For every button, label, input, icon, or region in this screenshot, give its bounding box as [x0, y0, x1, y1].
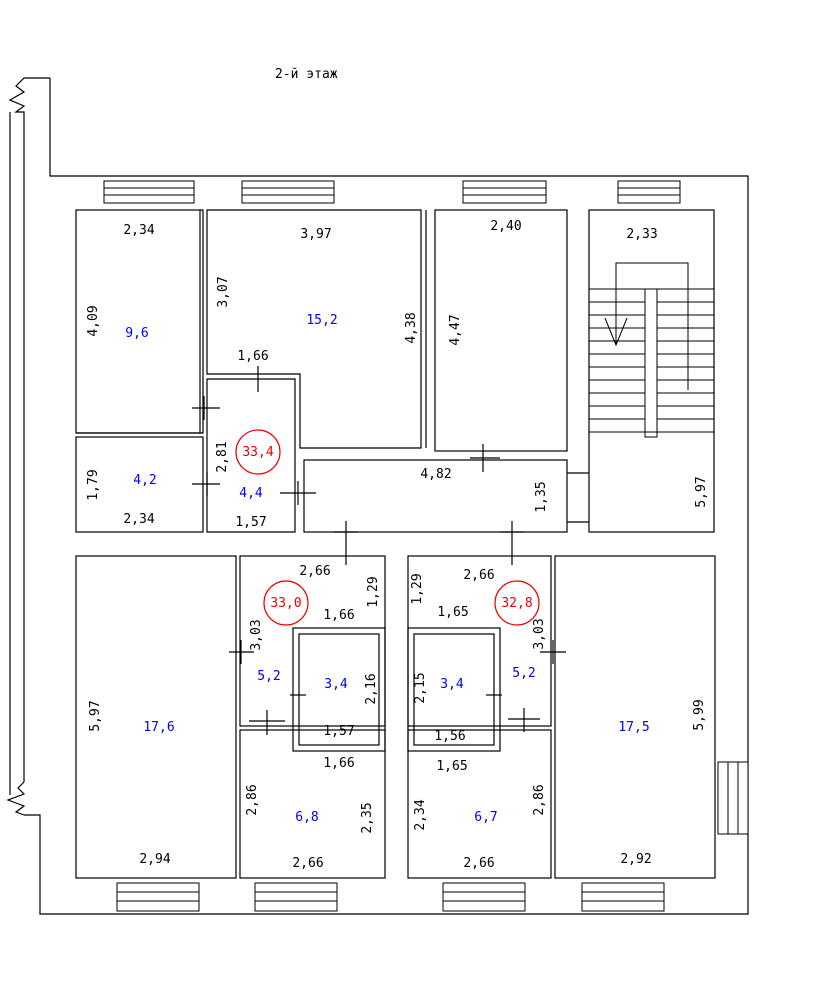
dimension-label: 1,66 — [323, 756, 354, 771]
floor-title: 2-й этаж — [275, 67, 338, 82]
room-area-bath-bl: 3,4 — [324, 677, 348, 692]
dimension-label: 1,57 — [323, 724, 354, 739]
room-outline-stair — [588, 209, 715, 533]
window-top-4 — [617, 180, 681, 204]
dimension-label: 2,66 — [299, 564, 330, 579]
dimension-label: 2,34 — [413, 799, 428, 830]
room-outline-tr — [434, 209, 568, 452]
dimension-label: 2,35 — [360, 802, 375, 833]
room-outline-bath-bl-inner — [298, 633, 380, 746]
apartment-total-bottom-right: 32,8 — [501, 596, 532, 611]
dimension-label: 1,66 — [323, 608, 354, 623]
dimension-label: 1,65 — [436, 759, 467, 774]
window-top-2 — [241, 180, 335, 204]
dimension-label: 4,47 — [448, 314, 463, 345]
dimension-label: 2,66 — [463, 856, 494, 871]
dimension-label: 2,66 — [463, 568, 494, 583]
dimension-label: 1,29 — [410, 573, 425, 604]
dimension-label: 2,34 — [123, 512, 154, 527]
room-outline-kitchen-br — [407, 729, 552, 879]
dimension-label: 4,38 — [404, 312, 419, 343]
dimension-label: 2,16 — [364, 673, 379, 704]
dimension-label: 4,09 — [86, 305, 101, 336]
outer-wall-left — [24, 78, 749, 915]
window-bottom-3 — [442, 882, 526, 912]
dimension-label: 1,66 — [237, 349, 268, 364]
dimension-label: 1,56 — [434, 729, 465, 744]
dimension-label: 2,33 — [626, 227, 657, 242]
staircase — [589, 262, 714, 438]
dimension-label: 1,35 — [534, 481, 549, 512]
room-areas: 9,6 15,2 4,2 4,4 17,6 5,2 3,4 6,8 3,4 5,… — [125, 313, 649, 825]
dimension-label: 2,34 — [123, 223, 154, 238]
apartment-total-circle-top — [235, 429, 281, 475]
dimension-label: 3,97 — [300, 227, 331, 242]
stair-arrow-icon — [604, 317, 628, 347]
room-area-kitchen-bl: 6,8 — [295, 810, 318, 825]
room-area-kitchen-br: 6,7 — [474, 810, 497, 825]
window-bottom-4 — [581, 882, 665, 912]
apartment-total-bottom-left: 33,0 — [270, 596, 301, 611]
dimension-label: 2,94 — [139, 852, 170, 867]
dimension-label: 2,92 — [620, 852, 651, 867]
window-bottom-2 — [254, 882, 338, 912]
room-area-big-bl: 17,6 — [143, 720, 174, 735]
dimension-label: 1,57 — [235, 515, 266, 530]
dimension-label: 2,86 — [532, 784, 547, 815]
dimension-label: 3,03 — [249, 619, 264, 650]
window-top-1 — [103, 180, 195, 204]
break-line-bottom — [6, 781, 26, 816]
window-bottom-1 — [116, 882, 200, 912]
dimension-label: 2,66 — [292, 856, 323, 871]
room-outline-big-bl — [75, 555, 237, 879]
dimension-label: 3,07 — [216, 276, 231, 307]
dimension-label: 2,40 — [490, 219, 521, 234]
room-outline-big-br — [554, 555, 716, 879]
room-outline-bath-bl-outer — [292, 627, 386, 752]
room-outline-corridor — [303, 459, 568, 533]
window-right — [717, 761, 749, 835]
door-marks — [192, 366, 566, 735]
dimension-label: 2,81 — [215, 441, 230, 472]
apartment-total-circle-bottom-left — [263, 580, 309, 626]
room-area-tl: 9,6 — [125, 326, 148, 341]
room-outline-kitchen-bl — [239, 729, 386, 879]
dimension-label: 1,65 — [437, 605, 468, 620]
room-area-hall-br: 5,2 — [512, 666, 535, 681]
dimension-label: 5,97 — [88, 700, 103, 731]
room-outline-big-top — [206, 209, 422, 449]
dimensions-horizontal: 2,34 3,97 2,40 2,33 1,66 2,34 1,57 4,82 … — [123, 219, 657, 871]
break-line-top — [8, 77, 50, 782]
dimension-label: 1,79 — [86, 469, 101, 500]
room-area-big-top: 15,2 — [306, 313, 337, 328]
dimension-label: 5,99 — [692, 699, 707, 730]
dimensions-vertical: 4,09 3,07 4,38 4,47 1,79 2,81 1,35 5,97 … — [86, 276, 709, 833]
dimension-label: 4,82 — [420, 467, 451, 482]
room-area-small-tl: 4,2 — [133, 473, 156, 488]
dimension-label: 1,29 — [366, 576, 381, 607]
windows — [103, 180, 749, 912]
apartment-totals: 33,4 33,0 32,8 — [242, 445, 532, 611]
apartment-total-top: 33,4 — [242, 445, 273, 460]
apartment-total-markers — [235, 429, 540, 626]
stair-direction-line — [615, 262, 689, 390]
dimension-label: 2,86 — [245, 784, 260, 815]
outer-walls — [6, 77, 749, 915]
window-top-3 — [462, 180, 547, 204]
room-outline-bath-br-outer — [407, 627, 501, 752]
room-area-hall-top: 4,4 — [239, 486, 263, 501]
dimension-label: 5,97 — [694, 476, 709, 507]
room-area-bath-br: 3,4 — [440, 677, 464, 692]
apartment-total-circle-bottom-right — [494, 580, 540, 626]
room-walls — [75, 209, 716, 879]
room-outline-bath-br-inner — [413, 633, 495, 746]
dimension-label: 2,15 — [413, 672, 428, 703]
dimension-label: 3,03 — [532, 618, 547, 649]
room-area-hall-bl: 5,2 — [257, 669, 280, 684]
room-area-big-br: 17,5 — [618, 720, 649, 735]
